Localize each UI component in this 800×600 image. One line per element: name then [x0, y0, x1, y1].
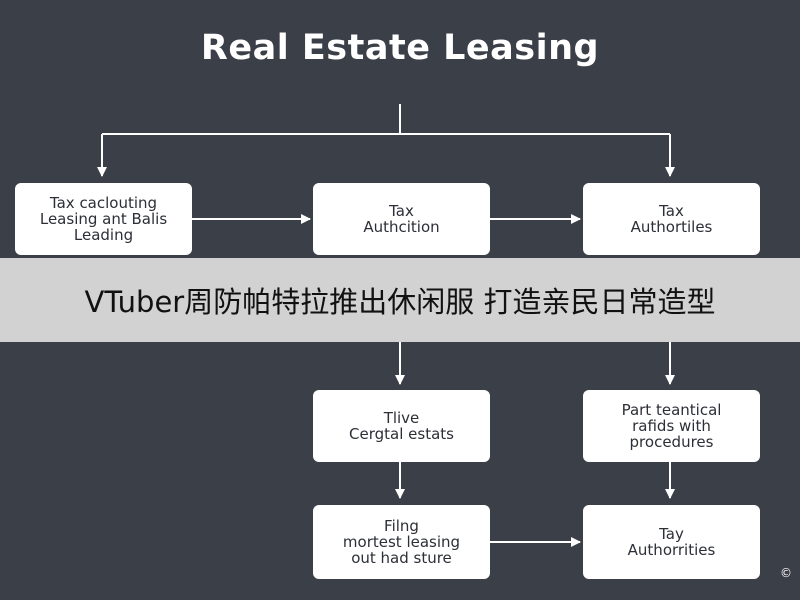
node-tay-authorrities-label: Tay Authorrities — [627, 525, 716, 559]
node-part-teantical-label: Part teantical rafids with procedures — [621, 401, 722, 451]
node-filing: Filng mortest leasing out had sture — [313, 505, 490, 579]
node-cergtal-estats: Tlive Cergtal estats — [313, 390, 490, 462]
node-tax-authcition-label: Tax Authcition — [363, 202, 440, 236]
node-filing-label: Filng mortest leasing out had sture — [342, 517, 461, 567]
node-tax-authcition: Tax Authcition — [313, 183, 490, 255]
headline-banner: VTuber周防帕特拉推出休闲服 打造亲民日常造型 — [0, 258, 800, 342]
node-cergtal-estats-label: Tlive Cergtal estats — [349, 409, 454, 443]
node-tax-calculating-label: Tax caclouting Leasing ant Balis Leading — [39, 194, 168, 244]
node-tay-authorrities: Tay Authorrities — [583, 505, 760, 579]
node-tax-authortiles: Tax Authortiles — [583, 183, 760, 255]
diagram-title: Real Estate Leasing — [200, 28, 600, 68]
node-part-teantical: Part teantical rafids with procedures — [583, 390, 760, 462]
headline-banner-text: VTuber周防帕特拉推出休闲服 打造亲民日常造型 — [84, 285, 716, 319]
copyright-icon: © — [780, 566, 792, 580]
node-tax-calculating: Tax caclouting Leasing ant Balis Leading — [15, 183, 192, 255]
node-tax-authortiles-label: Tax Authortiles — [630, 202, 713, 236]
